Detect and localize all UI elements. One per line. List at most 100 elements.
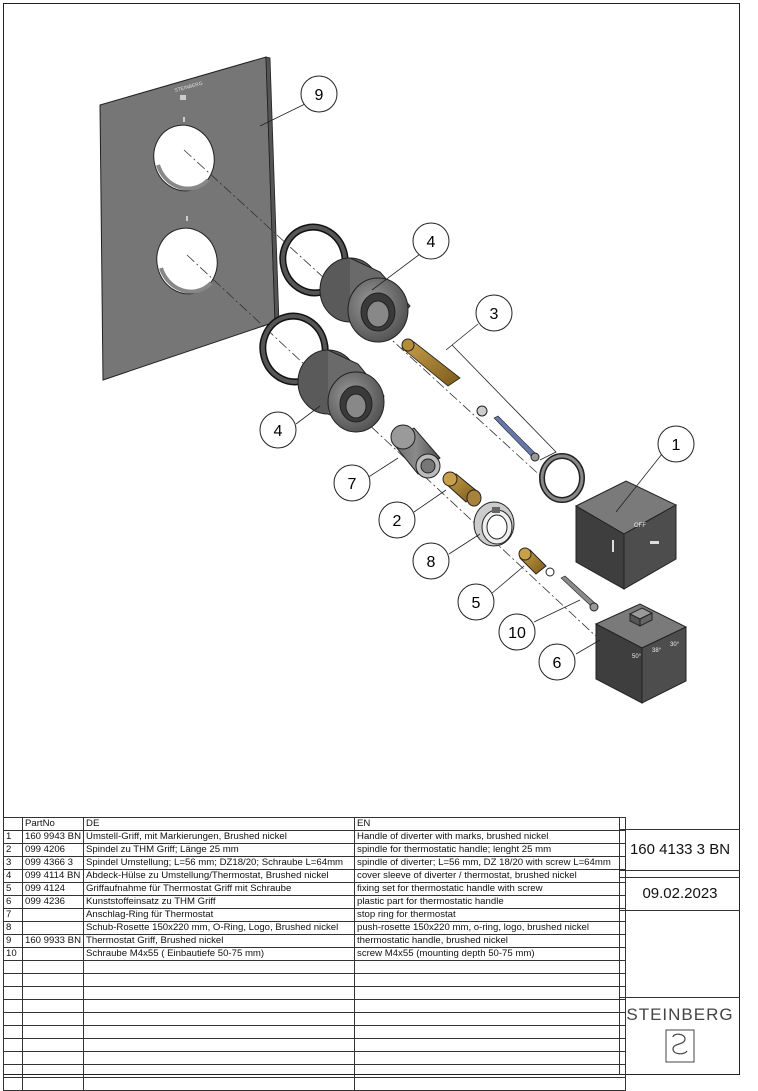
col-header-de: DE (83, 817, 356, 831)
cell-partno: 099 4114 BN (21, 869, 85, 883)
svg-text:4: 4 (274, 423, 283, 440)
leader-lines (259, 103, 663, 655)
cell-partno (21, 1038, 85, 1052)
cell-de: Spindel zu THM Griff; Länge 25 mm (83, 843, 356, 857)
plastic-insert (390, 424, 441, 479)
cell-de (83, 973, 356, 987)
cell-partno (21, 1012, 85, 1026)
screw-m4x55 (560, 575, 599, 612)
cell-partno: 099 4366 3 (21, 856, 85, 870)
cell-partno (21, 1077, 85, 1091)
title-block: 160 4133 3 BN 09.02.2023 STEINBERG (619, 817, 740, 1075)
thermo-mark-50: 50° (632, 654, 642, 660)
svg-text:1: 1 (672, 437, 681, 454)
table-row (3, 986, 627, 1000)
svg-text:5: 5 (472, 595, 481, 612)
cell-de: Anschlag-Ring für Thermostat (83, 908, 356, 922)
cell-en (354, 973, 627, 987)
cell-de: Spindel Umstellung; L=56 mm; DZ18/20; Sc… (83, 856, 356, 870)
cell-en (354, 1077, 627, 1091)
thermo-mark-30: 30° (670, 642, 680, 648)
drawing-date: 09.02.2023 (620, 877, 740, 911)
cell-pos (3, 999, 23, 1013)
cell-partno (21, 986, 85, 1000)
cell-partno: 099 4206 (21, 843, 85, 857)
cell-en (354, 1038, 627, 1052)
cell-en (354, 1025, 627, 1039)
cell-en (354, 1064, 627, 1078)
cell-de (83, 960, 356, 974)
cell-pos (3, 960, 23, 974)
svg-text:10: 10 (508, 625, 526, 642)
cell-de: Schraube M4x55 ( Einbautiefe 50-75 mm) (83, 947, 356, 961)
callout-5: 5 (457, 583, 495, 621)
cell-pos: 10 (3, 947, 23, 961)
cell-pos: 6 (3, 895, 23, 909)
cell-partno (21, 1051, 85, 1065)
cell-de: Umstell-Griff, mit Markierungen, Brushed… (83, 830, 356, 844)
table-row (3, 960, 627, 974)
cell-de: Thermostat Griff, Brushed nickel (83, 934, 356, 948)
cell-de (83, 1064, 356, 1078)
table-row (3, 999, 627, 1013)
cell-partno (21, 999, 85, 1013)
cell-en: plastic part for thermostatic handle (354, 895, 627, 909)
cell-en (354, 986, 627, 1000)
cell-en (354, 999, 627, 1013)
cell-partno (21, 1064, 85, 1078)
cell-en: spindle for thermostatic handle; lenght … (354, 843, 627, 857)
callout-10: 10 (498, 613, 536, 651)
cell-en: cover sleeve of diverter / thermostat, b… (354, 869, 627, 883)
svg-text:6: 6 (553, 655, 562, 672)
table-header-row: PartNo DE EN (3, 817, 627, 831)
callout-3: 3 (475, 294, 513, 332)
callout-6: 7 (333, 464, 371, 502)
table-row (3, 1064, 627, 1078)
cell-de (83, 1051, 356, 1065)
brand-name: STEINBERG (626, 1005, 734, 1024)
cell-en: stop ring for thermostat (354, 908, 627, 922)
cell-partno (21, 947, 85, 961)
cell-partno: 160 9933 BN (21, 934, 85, 948)
cell-pos: 8 (3, 921, 23, 935)
callout-8: 9 (300, 75, 338, 113)
assembly-axes (183, 149, 601, 641)
cell-pos: 5 (3, 882, 23, 896)
cell-de (83, 1077, 356, 1091)
cell-en: fixing set for thermostatic handle with … (354, 882, 627, 896)
callout-7: 8 (412, 542, 450, 580)
thermo-mark-38: 38° (652, 648, 662, 654)
stop-ring (473, 501, 515, 547)
cell-partno (21, 973, 85, 987)
cell-de (83, 986, 356, 1000)
callout-4-lower: 4 (259, 411, 297, 449)
cell-de: Griffaufnahme für Thermostat Griff mit S… (83, 882, 356, 896)
cell-partno (21, 960, 85, 974)
cell-pos: 3 (3, 856, 23, 870)
fixing-set (518, 547, 555, 577)
svg-text:4: 4 (427, 234, 436, 251)
cell-partno (21, 908, 85, 922)
cell-de (83, 999, 356, 1013)
diverter-off-label: OFF (634, 523, 646, 529)
table-row (3, 1025, 627, 1039)
cell-de (83, 1025, 356, 1039)
title-block-divider (620, 997, 740, 998)
cell-en: spindle of diverter; L=56 mm, DZ 18/20 w… (354, 856, 627, 870)
cell-en (354, 1012, 627, 1026)
table-row: 10 Schraube M4x55 ( Einbautiefe 50-75 mm)… (3, 947, 627, 961)
cell-pos: 7 (3, 908, 23, 922)
cover-sleeve-upper (319, 257, 411, 343)
cell-partno: 099 4124 (21, 882, 85, 896)
cell-pos (3, 1012, 23, 1026)
table-row (3, 1051, 627, 1065)
cell-pos (3, 973, 23, 987)
stop-ring-upper (539, 453, 585, 503)
